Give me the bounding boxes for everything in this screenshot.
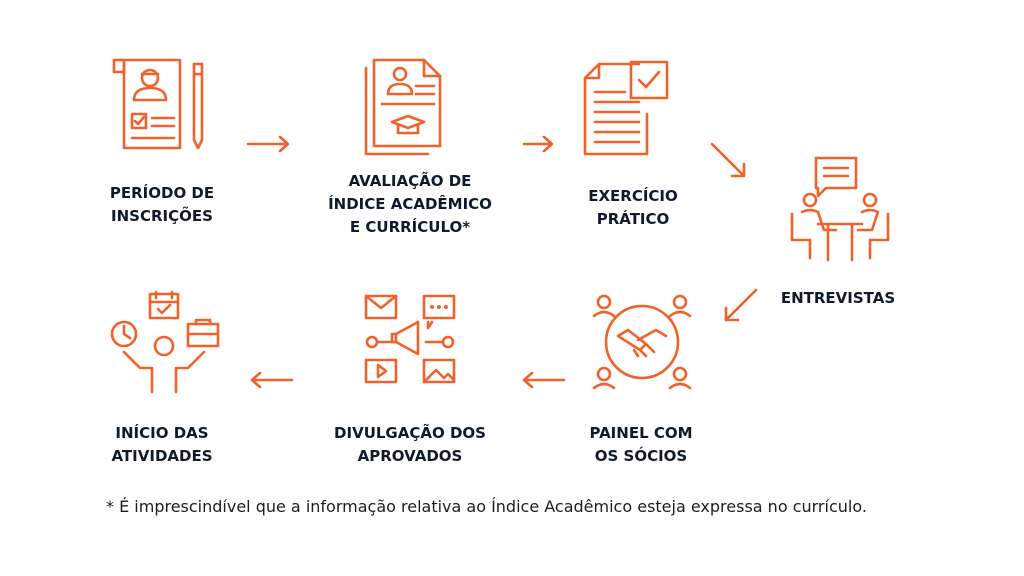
step-label-entrevistas: ENTREVISTAS: [780, 289, 896, 307]
arrow-2-to-3: [522, 135, 554, 153]
handshake-icon: [592, 294, 692, 390]
arrow-5-to-6: [522, 371, 566, 389]
registration-form-icon: [112, 58, 204, 150]
resume-graduation-icon: [364, 58, 442, 156]
arrow-6-to-7: [250, 371, 294, 389]
interview-icon: [790, 156, 890, 262]
arrow-4-to-5: [724, 288, 758, 322]
arrow-1-to-2: [246, 135, 290, 153]
footnote: * É imprescindível que a informação rela…: [106, 497, 867, 516]
document-checkmark-icon: [583, 60, 669, 156]
arrow-3-to-4: [710, 142, 746, 178]
person-tasks-icon: [110, 290, 220, 394]
announcement-icon: [364, 294, 456, 384]
